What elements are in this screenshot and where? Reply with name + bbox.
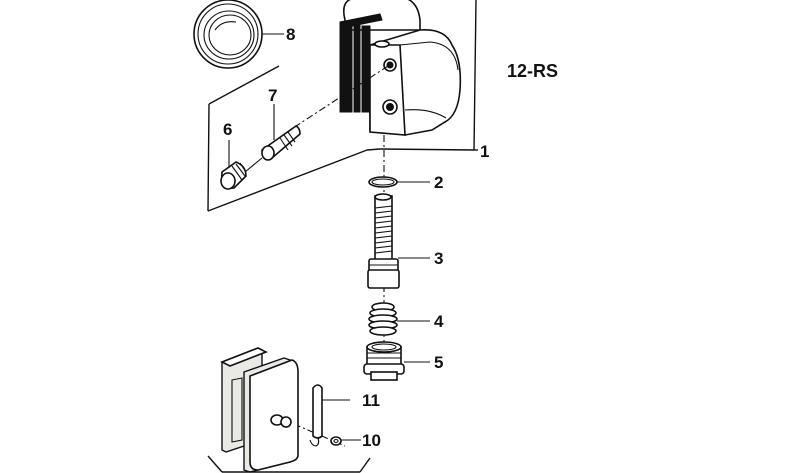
callout-5: 5 [434,353,443,372]
part-brake-pads[interactable] [220,347,299,473]
callout-4: 4 [434,312,444,331]
part-1-caliper-housing[interactable] [339,0,462,136]
part-6-dust-cap[interactable] [220,157,263,190]
part-7-bleeder-valve[interactable] [261,125,301,161]
part-10-small-ring[interactable] [330,436,342,446]
callout-10: 10 [362,431,381,450]
part-4-spring[interactable] [368,302,398,336]
callout-3: 3 [434,249,443,268]
group-bracket-1 [379,0,478,151]
callout-1: 1 [480,142,489,161]
pad-pin-fitting [270,414,292,428]
callout-11: 11 [362,391,380,410]
part-8-seal-cap[interactable] [193,0,263,69]
callout-2: 2 [434,173,443,192]
diagram-title: 12-RS [507,61,558,81]
part-2-o-ring[interactable] [368,176,398,188]
part-5-threaded-plug[interactable] [363,341,405,381]
part-11-retaining-pin[interactable] [309,384,323,447]
callout-6: 6 [223,120,232,139]
group-bracket-6-7 [207,65,381,212]
callout-8: 8 [286,25,295,44]
assembly-axis-bleeder [289,65,389,131]
part-3-piston-bolt[interactable] [367,193,400,289]
callout-7: 7 [268,86,277,105]
leader-lines [228,33,430,441]
group-bracket-pads [207,455,371,473]
